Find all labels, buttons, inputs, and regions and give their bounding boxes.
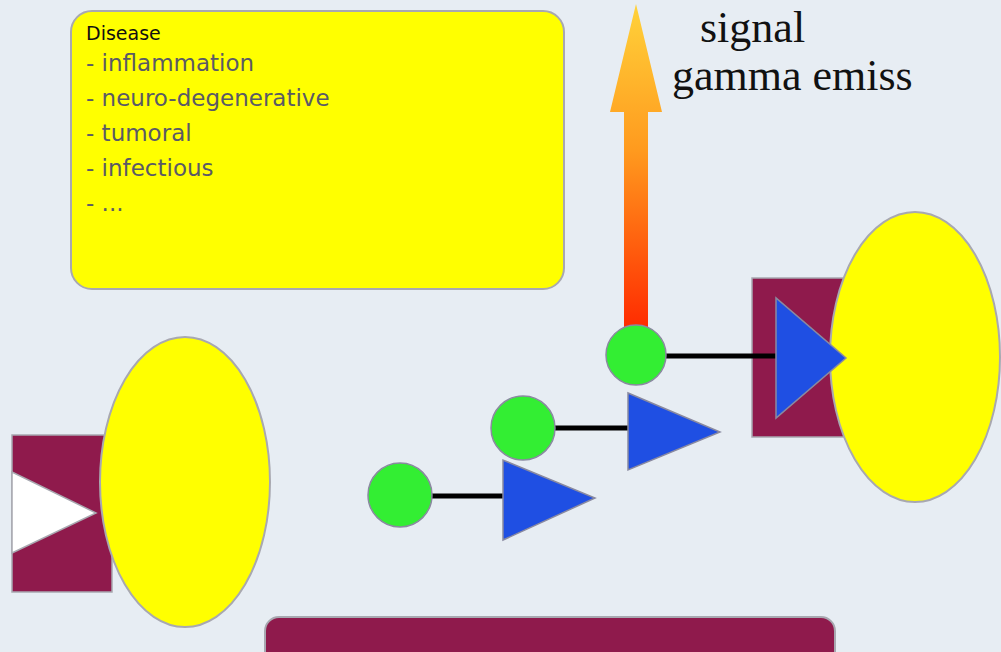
ligand-triangle: [628, 393, 720, 470]
list-item: - neuro-degenerative: [86, 81, 549, 116]
ligand-triangle: [503, 460, 595, 540]
linker: [660, 354, 776, 359]
radioisotope: [606, 325, 666, 385]
box-heading: Disease: [86, 20, 549, 46]
radioisotope: [368, 463, 432, 527]
signal-label: signal: [700, 4, 805, 52]
list-item: - tumoral: [86, 116, 549, 151]
cell: [100, 337, 270, 627]
empty-binding-site: [12, 472, 96, 553]
list-item: - infectious: [86, 151, 549, 186]
list-item: - inflammation: [86, 46, 549, 81]
radioisotope: [491, 396, 555, 460]
signal-label: gamma emiss: [672, 52, 913, 100]
gamma-arrow: [610, 4, 662, 330]
cell: [830, 212, 1000, 502]
ligand-triangle: [776, 298, 846, 418]
list-item: - ...: [86, 186, 549, 221]
disease-box: Disease- inflammation- neuro-degenerativ…: [70, 10, 565, 290]
bottom-band: [265, 617, 835, 652]
linker: [425, 494, 505, 499]
receptor: [12, 435, 112, 592]
linker: [550, 426, 630, 431]
